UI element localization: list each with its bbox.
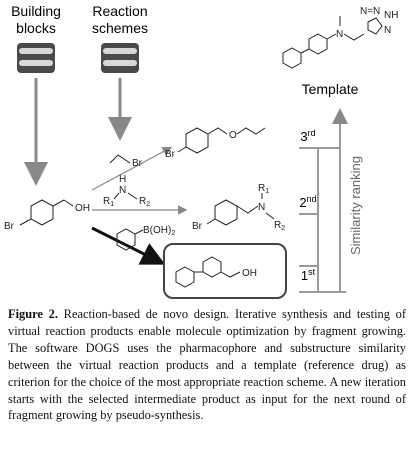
building-blocks-title-line2: blocks bbox=[16, 20, 56, 36]
template-ring-n2-label: N bbox=[384, 25, 391, 36]
selected-product-box bbox=[163, 243, 287, 299]
reaction-scheme-figure: Building blocks Reaction schemes Br OH B… bbox=[4, 3, 398, 299]
reagent-n-label: N bbox=[119, 185, 126, 196]
product-amine bbox=[206, 193, 275, 226]
building-blocks-database-icon bbox=[17, 43, 55, 73]
caption-text: Reaction-based de novo design. Iterative… bbox=[8, 307, 406, 423]
rank-2nd: 2nd bbox=[299, 194, 316, 210]
reagent-amine-bonds bbox=[113, 192, 138, 200]
reagent-bromoethane bbox=[109, 154, 131, 164]
amine-n-label: N bbox=[258, 202, 265, 213]
reaction-schemes-title-line2: schemes bbox=[92, 20, 148, 36]
amine-r1-label: R1 bbox=[258, 183, 269, 195]
reaction-schemes-database-icon bbox=[101, 43, 139, 73]
amine-r2-label: R2 bbox=[274, 220, 285, 232]
ether-br-label: Br bbox=[165, 149, 176, 160]
reaction-schemes-title-line1: Reaction bbox=[92, 3, 147, 19]
template-molecule bbox=[282, 16, 383, 69]
similarity-ranking-label: Similarity ranking bbox=[348, 156, 363, 255]
template-nh-label: NH bbox=[384, 10, 398, 21]
reagent-h-label: H bbox=[119, 174, 126, 185]
biphenyl-oh-label: OH bbox=[242, 268, 257, 279]
rank-3rd: 3rd bbox=[300, 128, 315, 144]
building-blocks-title-line1: Building bbox=[11, 3, 61, 19]
amine-br-label: Br bbox=[192, 221, 203, 232]
reagent-phenylboronic-acid bbox=[116, 228, 144, 251]
reagent-br-label: Br bbox=[132, 158, 143, 169]
ranking-staircase bbox=[299, 147, 346, 293]
start-oh-label: OH bbox=[75, 203, 90, 214]
caption-label: Figure 2. bbox=[8, 307, 58, 321]
rank-1st: 1st bbox=[301, 267, 316, 283]
template-label: Template bbox=[302, 81, 359, 97]
reaction-arrow-ether bbox=[91, 146, 173, 191]
reagent-boronic-label: B(OH)2 bbox=[143, 225, 175, 237]
figure-caption: Figure 2. Reaction-based de novo design.… bbox=[8, 306, 406, 424]
reaction-arrow-suzuki bbox=[91, 226, 166, 265]
template-ring-n-label: N=N bbox=[360, 6, 380, 17]
product-ether bbox=[177, 127, 266, 154]
start-molecule bbox=[19, 199, 74, 226]
template-n-label: N bbox=[336, 29, 343, 40]
start-br-label: Br bbox=[4, 221, 15, 232]
ether-o-label: O bbox=[229, 130, 237, 141]
product-biphenyl bbox=[175, 256, 241, 288]
reagent-r1-label: R1 bbox=[103, 196, 114, 208]
figure-canvas: Building blocks Reaction schemes Br OH B… bbox=[4, 3, 398, 299]
reagent-r2-label: R2 bbox=[139, 196, 150, 208]
